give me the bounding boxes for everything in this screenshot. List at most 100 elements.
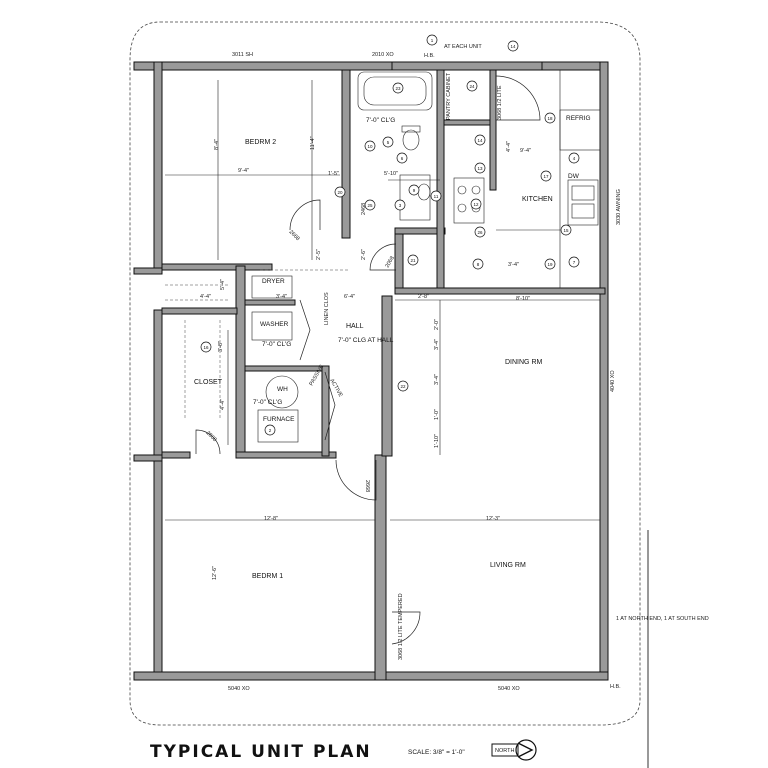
label-pantry: PANTRY CABINET: [446, 72, 452, 120]
kitchen-fixtures: [453, 70, 601, 288]
label-furnace: FURNACE: [263, 416, 295, 423]
label-wh: WH: [277, 386, 288, 393]
dim-u: 4'-4": [220, 399, 226, 410]
label-washer: WASHER: [260, 321, 289, 328]
room-kitchen: KITCHEN: [522, 196, 553, 203]
svg-text:21: 21: [410, 258, 416, 263]
note-clg-laundry: 7'-0" CL'G: [262, 341, 291, 348]
svg-text:14: 14: [510, 44, 516, 49]
svg-text:3: 3: [399, 203, 402, 208]
svg-text:23: 23: [395, 86, 401, 91]
svg-text:25: 25: [367, 203, 373, 208]
window-bottom-left: 5040 XO: [228, 686, 250, 692]
dim-g: 3'-4": [276, 294, 287, 300]
utility-fixtures: [251, 275, 299, 443]
svg-text:18: 18: [547, 116, 553, 121]
label-dw: DW: [568, 173, 580, 180]
svg-text:7: 7: [573, 260, 576, 265]
svg-text:10: 10: [367, 144, 373, 149]
svg-text:22: 22: [400, 384, 406, 389]
dashed-lines: [165, 269, 350, 420]
dim-v: 2'-6": [361, 249, 367, 260]
label-dryer: DRYER: [262, 278, 285, 285]
dim-f: 2'-5": [316, 249, 322, 260]
dim-s: 12'-6": [212, 566, 218, 580]
label-refrig: REFRIG: [566, 115, 591, 122]
door-label-1: 2668: [288, 229, 301, 242]
dim-a: 8'-4": [214, 139, 220, 150]
svg-text:19: 19: [547, 262, 553, 267]
svg-text:20: 20: [337, 190, 343, 195]
dim-z: 4'-4": [506, 141, 512, 152]
note-active: ACTIVE: [328, 378, 343, 398]
dim-d: 1'-5": [328, 171, 339, 177]
interior-walls: [161, 69, 606, 681]
window-top-mid: 2010 XO: [372, 52, 394, 58]
door-label-2: 2468: [361, 203, 367, 215]
dim-p: 1'-10": [434, 434, 440, 448]
note-lite-top: 3068 1/2 LITE: [497, 85, 503, 120]
svg-text:16: 16: [203, 345, 209, 350]
dim-t: 5'-4": [220, 279, 226, 290]
window-bottom-right: 5040 XO: [498, 686, 520, 692]
room-bedroom-1: BEDRM 1: [252, 573, 283, 580]
svg-text:8: 8: [477, 262, 480, 267]
dim-n: 3'-4": [434, 374, 440, 385]
note-clg-hall: 7'-0" CLG AT HALL: [338, 337, 394, 344]
plan-title: TYPICAL UNIT PLAN: [150, 742, 372, 762]
dim-r: 12'-3": [486, 516, 500, 522]
dim-j: 2'-8": [418, 294, 429, 300]
door-label-5: 2868: [205, 430, 218, 443]
dim-q: 12'-8": [264, 516, 278, 522]
note-awning: 3030 AWNING: [616, 189, 622, 225]
dim-o: 1'-0": [434, 409, 440, 420]
dim-x: 9'-4": [520, 148, 531, 154]
label-linen: LINEN CLOS: [324, 292, 330, 325]
svg-text:12: 12: [473, 202, 479, 207]
door-swings: [195, 75, 541, 645]
note-lite-bottom: 3068 1/2 LITE TEMPERED: [398, 593, 404, 660]
svg-text:26: 26: [477, 230, 483, 235]
note-hb-bottom: H.B.: [610, 684, 621, 690]
svg-text:17: 17: [543, 174, 549, 179]
svg-text:15: 15: [563, 228, 569, 233]
note-hb: H.B.: [424, 53, 435, 59]
door-label-4: 2668: [364, 480, 370, 492]
svg-text:NORTH: NORTH: [495, 748, 514, 754]
note-clg-furnace: 7'-0" CL'G: [253, 399, 282, 406]
dim-w: 3'-4": [508, 262, 519, 268]
plan-scale: SCALE: 3/8" = 1'-0": [408, 749, 465, 756]
dimension-lines: [165, 80, 600, 521]
dim-y: 3'-8": [218, 341, 224, 352]
note-xo-right: 4040 XO: [610, 370, 616, 392]
svg-text:13: 13: [477, 166, 483, 171]
svg-text:14: 14: [477, 138, 483, 143]
dim-c: 11'-4": [310, 136, 316, 150]
svg-text:11: 11: [434, 194, 439, 199]
svg-text:5: 5: [387, 140, 390, 145]
svg-text:9: 9: [413, 188, 416, 193]
dim-b: 9'-4": [238, 168, 249, 174]
room-hall: HALL: [346, 323, 364, 330]
svg-text:4: 4: [573, 156, 576, 161]
north-arrow-icon: NORTH: [491, 739, 537, 761]
dim-k: 8'-10": [516, 296, 530, 302]
room-closet: CLOSET: [194, 379, 223, 386]
dim-l: 2'-0": [434, 319, 440, 330]
door-label-3: 2068: [385, 255, 396, 269]
room-dining: DINING RM: [505, 359, 543, 366]
room-bedroom-2: BEDRM 2: [245, 139, 276, 146]
exterior-walls: [133, 61, 609, 681]
note-clg-bath: 7'-0" CL'G: [366, 117, 395, 124]
fixture-tags: 1 14 10 5 23 2 4 6 9 11 12 13 14 17 18 20…: [200, 34, 580, 436]
dim-h: 6'-4": [344, 294, 355, 300]
dim-e: 5'-10": [384, 171, 398, 177]
svg-text:6: 6: [401, 156, 404, 161]
note-side: 1 AT NORTH END, 1 AT SOUTH END: [616, 616, 709, 622]
dim-i: 4'-4": [200, 294, 211, 300]
svg-text:1: 1: [431, 38, 434, 43]
room-living: LIVING RM: [490, 562, 526, 569]
window-top-left: 3011 SH: [232, 52, 253, 58]
svg-text:2: 2: [269, 428, 272, 433]
